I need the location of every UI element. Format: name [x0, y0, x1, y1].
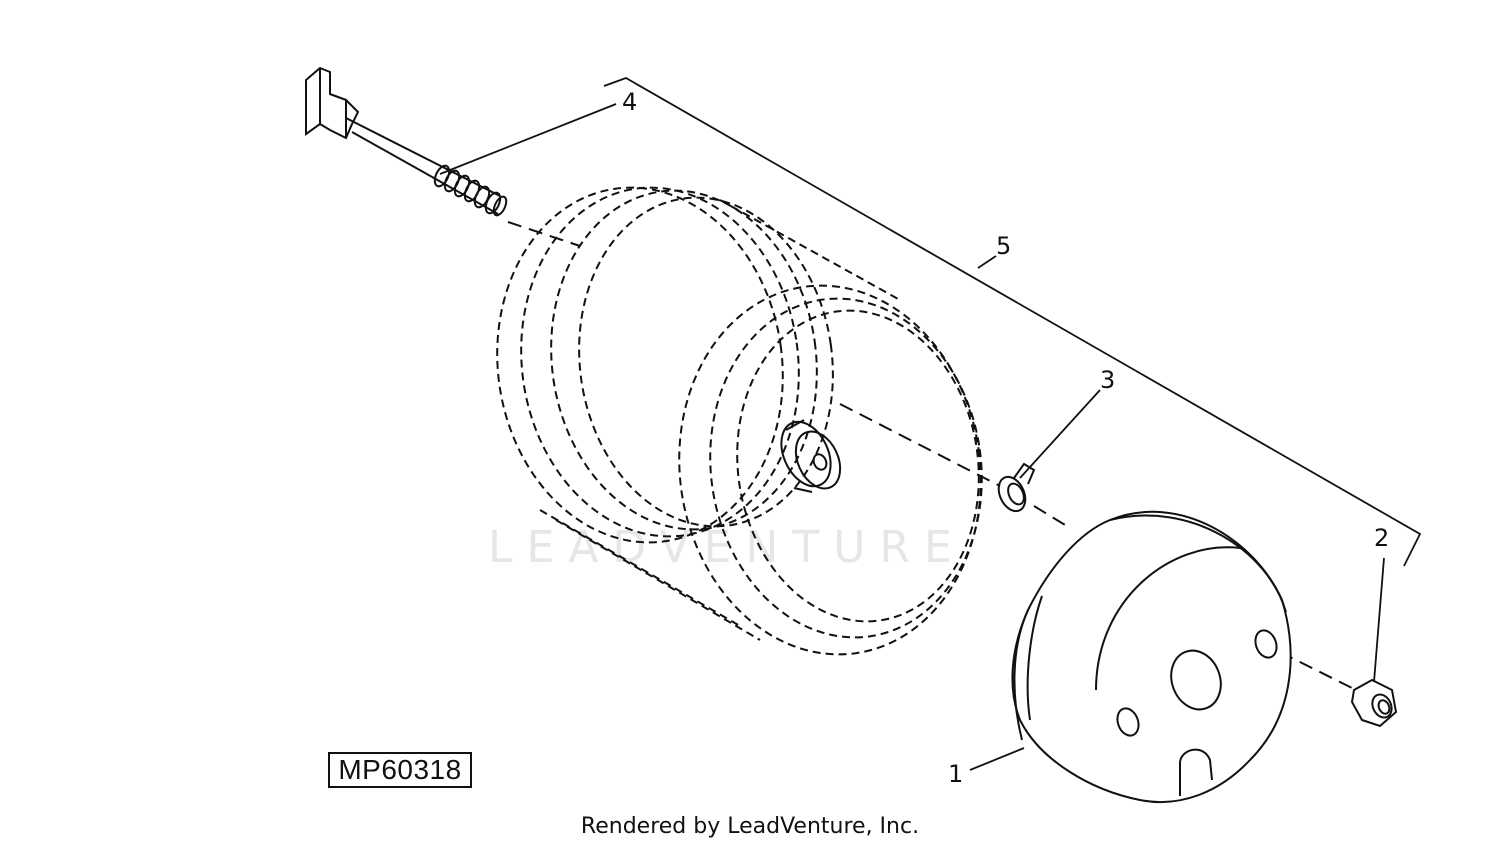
wheel-hub [780, 419, 842, 493]
callout-5: 5 [996, 232, 1011, 260]
figure-id-label: MP60318 [328, 752, 472, 788]
callout-2: 2 [1374, 524, 1389, 552]
hex-nut [1350, 678, 1398, 728]
carriage-bolt [305, 66, 508, 217]
callout-1: 1 [948, 760, 963, 788]
callout-3: 3 [1100, 366, 1115, 394]
wheel-weight [1011, 510, 1292, 804]
callout-4: 4 [622, 88, 637, 116]
retaining-clip [997, 462, 1036, 513]
assembly-axis [507, 221, 1353, 689]
watermark-text: LEADVENTURE [488, 522, 966, 573]
wheel-assembly [496, 186, 983, 656]
leader-lines [439, 77, 1422, 771]
footer-credit: Rendered by LeadVenture, Inc. [580, 814, 920, 839]
